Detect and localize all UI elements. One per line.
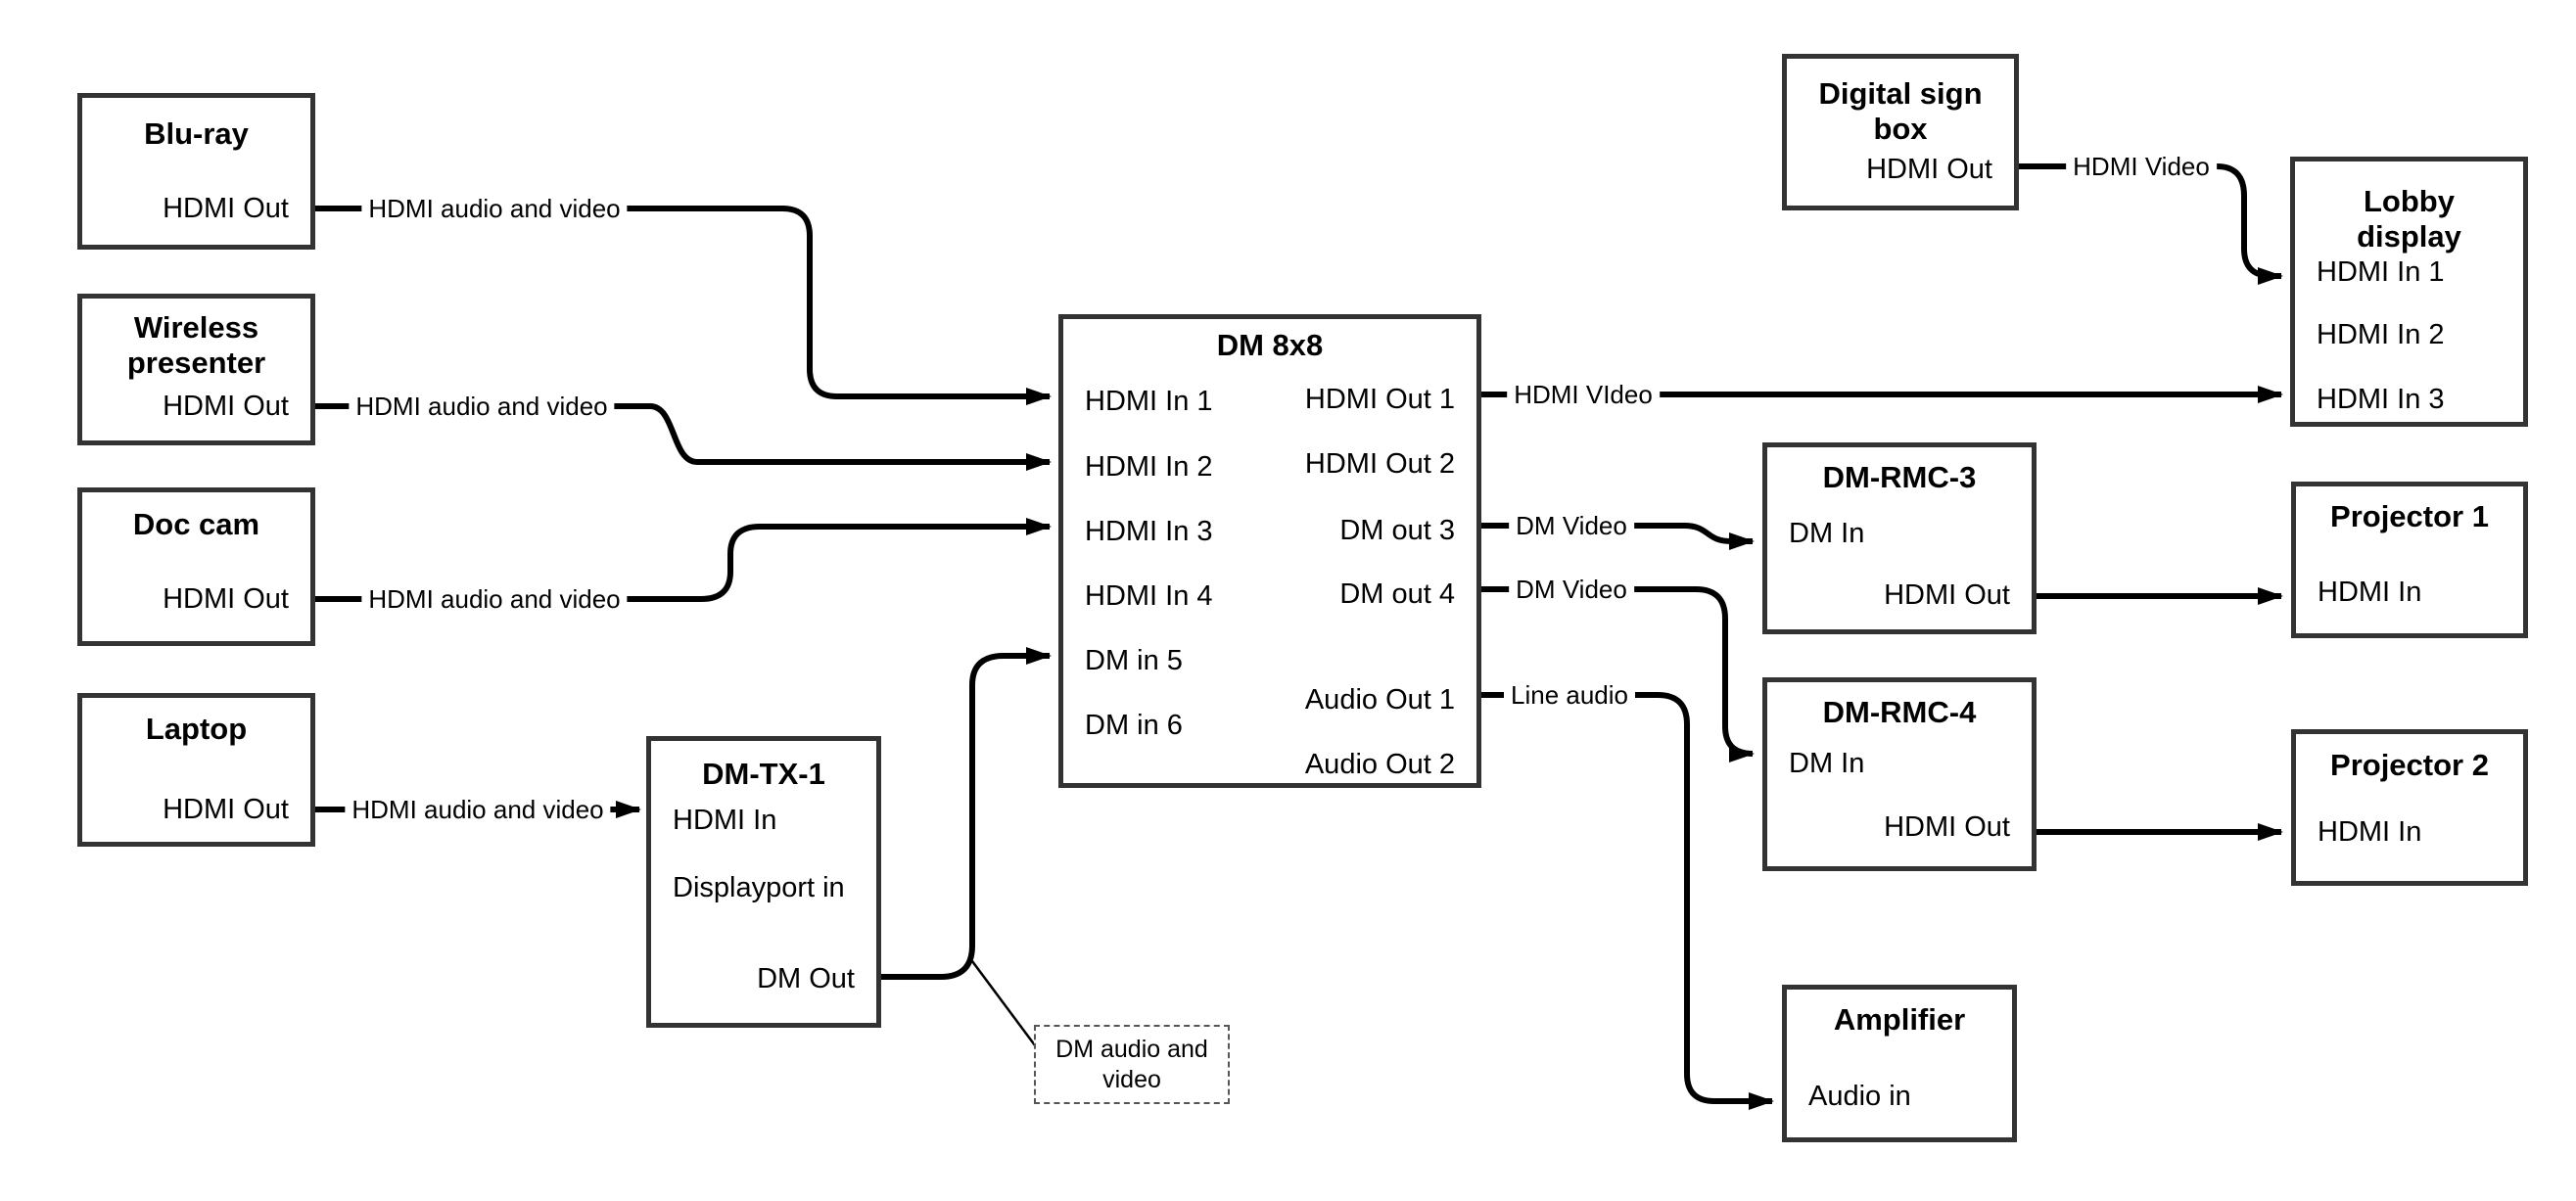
node-title: Doc cam	[132, 507, 260, 541]
edge-bluray-dm8x8	[626, 206, 1052, 405]
note-text: DM audio and video	[1055, 1035, 1208, 1093]
port-dm-out-3: DM out 3	[1339, 515, 1455, 546]
port-hdmi-out: HDMI Out	[163, 193, 289, 224]
port-audio-out-1: Audio Out 1	[1304, 684, 1455, 716]
node-dm-8x8[interactable]: DM 8x8 HDMI In 1 HDMI In 2 HDMI In 3 HDM…	[1058, 314, 1481, 788]
port-dm-in: DM In	[1789, 748, 1865, 779]
node-title: Laptop	[145, 712, 248, 746]
port-audio-in: Audio in	[1808, 1081, 1911, 1112]
note-dm-audio-and-video[interactable]: DM audio and video	[1034, 1025, 1230, 1104]
port-hdmi-out: HDMI Out	[1884, 811, 2010, 843]
port-hdmi-in: HDMI In	[2318, 577, 2422, 608]
node-doc-cam[interactable]: Doc cam HDMI Out	[77, 487, 315, 646]
port-hdmi-in-1: HDMI In 1	[1085, 386, 1213, 417]
edge-label-line-audio: Line audio	[1504, 680, 1635, 710]
node-dm-tx-1[interactable]: DM-TX-1 HDMI In Displayport in DM Out	[646, 736, 881, 1028]
edge-label-dm-video-4: DM Video	[1509, 575, 1634, 604]
edge-label-wireless: HDMI audio and video	[349, 392, 615, 421]
node-title: Wireless presenter	[126, 310, 266, 380]
node-laptop[interactable]: Laptop HDMI Out	[77, 693, 315, 847]
port-hdmi-out: HDMI Out	[163, 583, 289, 615]
port-audio-out-2: Audio Out 2	[1304, 749, 1455, 780]
node-title: DM-RMC-4	[1822, 695, 1977, 729]
edge-label-bluray: HDMI audio and video	[361, 194, 628, 223]
node-amplifier[interactable]: Amplifier Audio in	[1782, 985, 2017, 1142]
edge-dm8x8-rmc3	[1631, 523, 1755, 550]
node-wireless-presenter[interactable]: Wireless presenter HDMI Out	[77, 294, 315, 445]
node-bluray[interactable]: Blu-ray HDMI Out	[77, 93, 315, 250]
node-title: Lobby display	[2357, 184, 2461, 254]
port-dm-out-4: DM out 4	[1339, 578, 1455, 610]
edge-label-hdmi-video-out1: HDMI VIdeo	[1507, 380, 1660, 409]
node-title: DM-RMC-3	[1822, 460, 1977, 494]
port-hdmi-out: HDMI Out	[163, 391, 289, 422]
port-hdmi-in: HDMI In	[673, 805, 777, 836]
port-hdmi-in-1: HDMI In 1	[2317, 256, 2445, 288]
port-hdmi-out: HDMI Out	[163, 794, 289, 825]
port-hdmi-out-1: HDMI Out 1	[1304, 384, 1455, 415]
port-hdmi-in-3: HDMI In 3	[2317, 384, 2445, 415]
node-dm-rmc-4[interactable]: DM-RMC-4 DM In HDMI Out	[1762, 677, 2037, 871]
edge-dm8x8-rmc4	[1631, 586, 1755, 762]
node-title: Blu-ray	[144, 116, 249, 151]
port-hdmi-out: HDMI Out	[1884, 579, 2010, 611]
port-hdmi-in: HDMI In	[2318, 816, 2422, 848]
node-dm-rmc-3[interactable]: DM-RMC-3 DM In HDMI Out	[1762, 442, 2037, 634]
node-title: DM 8x8	[1216, 328, 1324, 362]
edge-digisign-lobby	[2215, 163, 2283, 285]
note-leader-line	[970, 960, 1037, 1046]
edge-doccam-dm8x8	[619, 518, 1052, 602]
edge-label-hdmi-video-sign: HDMI Video	[2066, 152, 2217, 181]
port-hdmi-in-4: HDMI In 4	[1085, 580, 1213, 612]
port-dm-in-5: DM in 5	[1085, 645, 1183, 676]
node-projector-2[interactable]: Projector 2 HDMI In	[2291, 729, 2528, 886]
port-displayport-in: Displayport in	[673, 872, 845, 903]
port-hdmi-in-3: HDMI In 3	[1085, 516, 1213, 547]
port-hdmi-out-2: HDMI Out 2	[1304, 448, 1455, 480]
port-hdmi-out: HDMI Out	[1866, 154, 1992, 185]
port-dm-out: DM Out	[757, 963, 855, 994]
port-dm-in: DM In	[1789, 518, 1865, 549]
port-dm-in-6: DM in 6	[1085, 710, 1183, 741]
edge-dm8x8-amp	[1633, 692, 1774, 1110]
edge-dmtx1-dm8x8	[881, 647, 1052, 980]
node-title: Projector 2	[2330, 748, 2489, 782]
edge-label-laptop: HDMI audio and video	[345, 795, 611, 824]
port-hdmi-in-2: HDMI In 2	[2317, 319, 2445, 350]
node-title: Digital sign box	[1818, 76, 1983, 146]
node-projector-1[interactable]: Projector 1 HDMI In	[2291, 482, 2528, 638]
node-title: Amplifier	[1833, 1002, 1966, 1037]
port-hdmi-in-2: HDMI In 2	[1085, 451, 1213, 483]
node-title: DM-TX-1	[702, 757, 825, 791]
edge-wireless-dm8x8	[601, 403, 1052, 471]
edge-label-dm-video-3: DM Video	[1509, 511, 1634, 540]
edge-label-doccam: HDMI audio and video	[361, 584, 628, 614]
node-digital-sign-box[interactable]: Digital sign box HDMI Out	[1782, 54, 2019, 210]
node-lobby-display[interactable]: Lobby display HDMI In 1 HDMI In 2 HDMI I…	[2290, 157, 2528, 427]
node-title: Projector 1	[2330, 499, 2489, 533]
